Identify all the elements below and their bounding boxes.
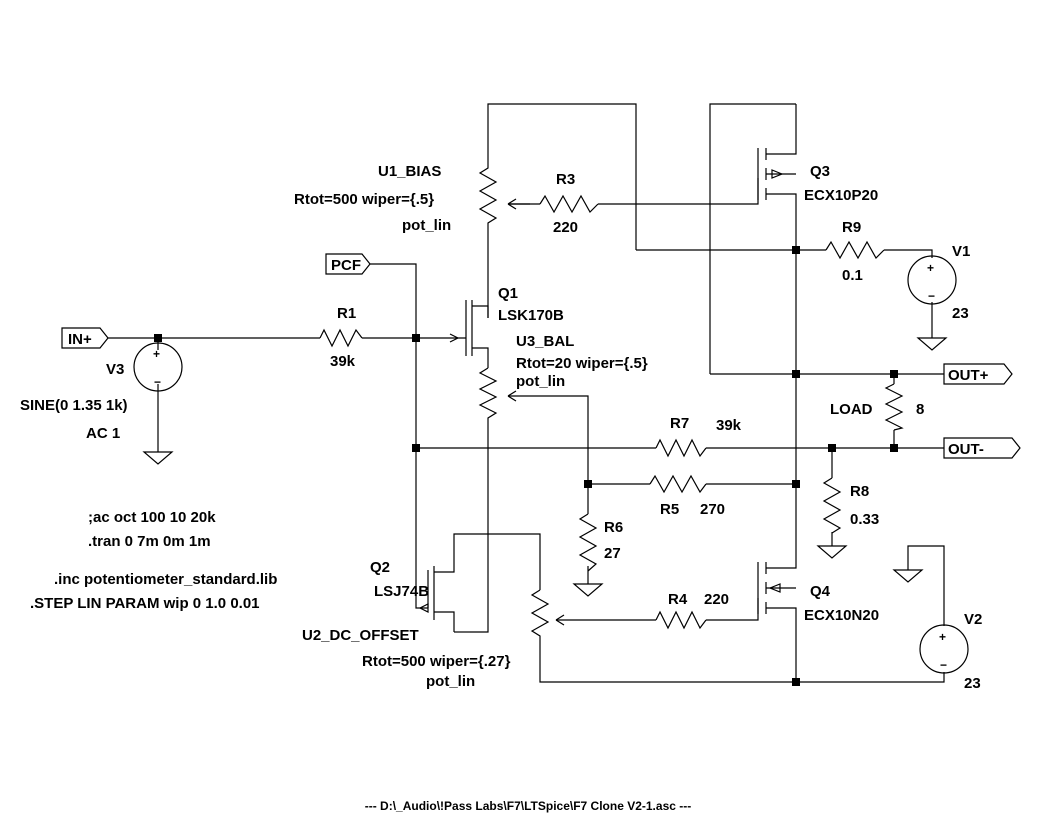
- r6-value: 27: [604, 545, 621, 562]
- junction: [412, 444, 420, 452]
- r8-name: R8: [850, 483, 869, 500]
- u1-params: Rtot=500 wiper={.5}: [294, 191, 434, 208]
- jfet-q2-symbol: [418, 560, 455, 632]
- port-out-minus: OUT-: [943, 437, 1021, 459]
- v3-ac: AC 1: [86, 425, 120, 442]
- directive-inc: .inc potentiometer_standard.lib: [54, 571, 277, 588]
- q3-name: Q3: [810, 163, 830, 180]
- voltage-source-v2-symbol: + −: [919, 624, 969, 674]
- file-path-footer: --- D:\_Audio\!Pass Labs\F7\LTSpice\F7 C…: [365, 799, 692, 813]
- resistor-r4-symbol: [655, 610, 707, 630]
- potentiometer-u3-symbol: [478, 367, 517, 420]
- directive-tran: .tran 0 7m 0m 1m: [88, 533, 211, 550]
- junction: [792, 480, 800, 488]
- r7-name: R7: [670, 415, 689, 432]
- svg-text:OUT+: OUT+: [948, 367, 989, 384]
- svg-text:PCF: PCF: [331, 257, 361, 274]
- resistor-r1-symbol: [319, 328, 363, 348]
- load-name: LOAD: [830, 401, 873, 418]
- junction: [154, 334, 162, 342]
- svg-text:−: −: [940, 658, 947, 672]
- svg-text:+: +: [153, 347, 160, 361]
- ground-v1-icon: [916, 337, 948, 351]
- ground-r6-icon: [572, 583, 604, 597]
- svg-text:+: +: [939, 630, 946, 644]
- port-pcf: PCF: [325, 253, 371, 275]
- v3-name: V3: [106, 361, 124, 378]
- resistor-load-symbol: [884, 383, 904, 431]
- u3-params: Rtot=20 wiper={.5}: [516, 355, 648, 372]
- resistor-r7-symbol: [655, 438, 707, 458]
- u2-name: U2_DC_OFFSET: [302, 627, 419, 644]
- svg-text:+: +: [927, 261, 934, 275]
- v2-name: V2: [964, 611, 982, 628]
- r1-value: 39k: [330, 353, 356, 370]
- resistor-r3-symbol: [539, 194, 599, 214]
- mosfet-q4-symbol: [757, 562, 797, 614]
- r9-value: 0.1: [842, 267, 863, 284]
- q4-model: ECX10N20: [804, 607, 879, 624]
- junction: [412, 334, 420, 342]
- junction: [584, 480, 592, 488]
- directive-step: .STEP LIN PARAM wip 0 1.0 0.01: [30, 595, 260, 612]
- resistor-r8-symbol: [822, 477, 842, 534]
- resistor-r5-symbol: [649, 474, 707, 494]
- r5-name: R5: [660, 501, 679, 518]
- mosfet-q3-symbol: [757, 148, 797, 200]
- r4-value: 220: [704, 591, 729, 608]
- junction: [792, 370, 800, 378]
- voltage-source-v3-symbol: + −: [133, 342, 183, 392]
- ground-r8-icon: [816, 545, 848, 559]
- v3-value: SINE(0 1.35 1k): [20, 397, 128, 414]
- v2-value: 23: [964, 675, 981, 692]
- junctions: [154, 246, 898, 686]
- r5-value: 270: [700, 501, 725, 518]
- junction: [792, 678, 800, 686]
- r8-value: 0.33: [850, 511, 879, 528]
- u3-name: U3_BAL: [516, 333, 574, 350]
- r1-name: R1: [337, 305, 356, 322]
- junction: [890, 444, 898, 452]
- u3-model: pot_lin: [516, 373, 565, 390]
- resistor-r6-symbol: [578, 513, 598, 572]
- potentiometer-u1-symbol: [478, 160, 530, 232]
- voltage-source-v1-symbol: + −: [907, 255, 957, 305]
- q4-name: Q4: [810, 583, 831, 600]
- r7-value: 39k: [716, 417, 742, 434]
- potentiometer-u2-symbol: [530, 589, 565, 640]
- r9-name: R9: [842, 219, 861, 236]
- junction: [828, 444, 836, 452]
- q2-name: Q2: [370, 559, 390, 576]
- r3-value: 220: [553, 219, 578, 236]
- q1-model: LSK170B: [498, 307, 564, 324]
- load-value: 8: [916, 401, 924, 418]
- u1-name: U1_BIAS: [378, 163, 441, 180]
- u2-params: Rtot=500 wiper={.27}: [362, 653, 511, 670]
- directive-ac: ;ac oct 100 10 20k: [88, 509, 216, 526]
- port-out-plus: OUT+: [943, 363, 1013, 385]
- r3-name: R3: [556, 171, 575, 188]
- u2-model: pot_lin: [426, 673, 475, 690]
- svg-text:IN+: IN+: [68, 331, 92, 348]
- q2-model: LSJ74B: [374, 583, 429, 600]
- svg-text:OUT-: OUT-: [948, 441, 984, 458]
- port-in-plus: IN+: [61, 327, 109, 349]
- resistor-r9-symbol: [825, 240, 885, 260]
- svg-text:−: −: [928, 289, 935, 303]
- r4-name: R4: [668, 591, 688, 608]
- svg-text:−: −: [154, 375, 161, 389]
- v1-name: V1: [952, 243, 970, 260]
- junction: [792, 246, 800, 254]
- jfet-q1-symbol: [449, 300, 489, 356]
- ground-v3-icon: [142, 451, 174, 465]
- wires: [108, 103, 945, 683]
- u1-model: pot_lin: [402, 217, 451, 234]
- q1-name: Q1: [498, 285, 518, 302]
- junction: [890, 370, 898, 378]
- q3-model: ECX10P20: [804, 187, 878, 204]
- r6-name: R6: [604, 519, 623, 536]
- v1-value: 23: [952, 305, 969, 322]
- ground-v2-icon: [892, 569, 924, 583]
